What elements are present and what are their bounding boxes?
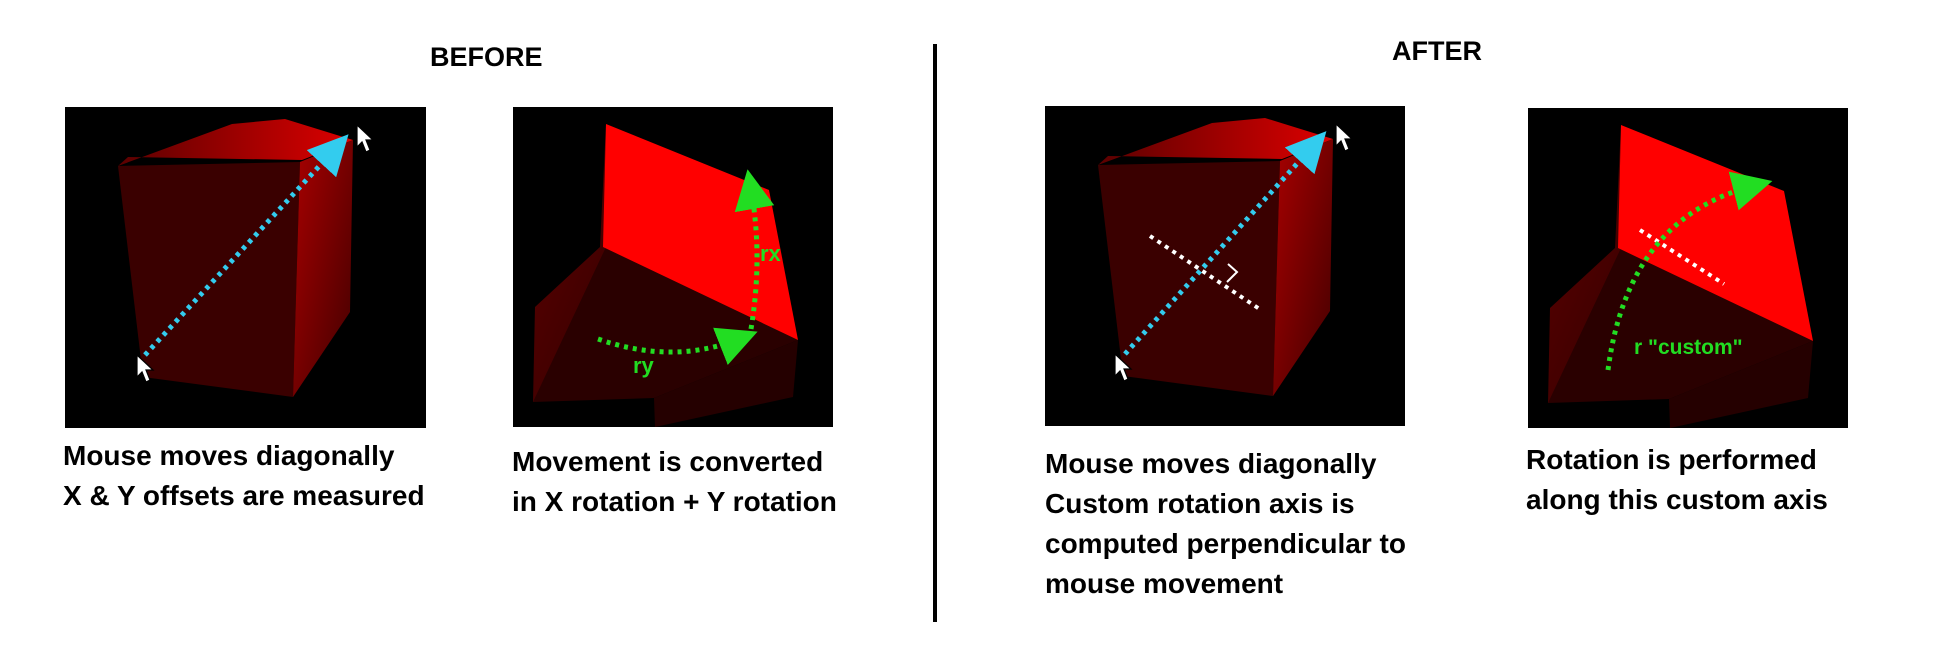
before-mouse-panel	[65, 107, 426, 428]
caption-line: Rotation is performed	[1526, 444, 1817, 475]
section-divider	[933, 44, 937, 622]
cube-lower-right-face	[654, 340, 798, 427]
caption-line: mouse movement	[1045, 568, 1284, 599]
custom-rotation-arrow	[1605, 171, 1773, 371]
ry-rotation-arrow	[597, 327, 758, 365]
mouse-path-line	[1123, 131, 1327, 356]
custom-rotation-label: r "custom"	[1634, 336, 1743, 359]
cube-front-face	[118, 162, 300, 397]
cube-lower-right-face	[1669, 341, 1813, 428]
mouse-path-line	[143, 134, 349, 357]
caption-line: Mouse moves diagonally	[63, 440, 395, 471]
mouse-cursor-icon	[136, 353, 155, 383]
cube-bottom-face	[1548, 248, 1813, 403]
custom-axis-line	[1148, 234, 1263, 312]
cube-top-face	[118, 119, 353, 166]
after-mouse-panel	[1045, 106, 1405, 426]
caption-line: computed perpendicular to	[1045, 528, 1406, 559]
rx-label: rx	[760, 241, 782, 266]
cube-right-face	[1273, 139, 1333, 396]
caption-line: Movement is converted	[512, 446, 824, 477]
custom-axis-line	[1638, 228, 1726, 286]
cube-front-face	[603, 124, 798, 340]
after-mouse-caption: Mouse moves diagonally Custom rotation a…	[1045, 444, 1406, 604]
before-heading: BEFORE	[430, 42, 543, 72]
ry-label: ry	[633, 353, 655, 378]
before-mouse-caption: Mouse moves diagonally X & Y offsets are…	[63, 436, 425, 516]
caption-line: Custom rotation axis is	[1045, 488, 1355, 519]
before-rotation-caption: Movement is converted in X rotation + Y …	[512, 442, 837, 522]
cube-front-face	[1098, 161, 1280, 396]
caption-line: X & Y offsets are measured	[63, 480, 425, 511]
cube-front-face	[1618, 125, 1813, 341]
mouse-cursor-icon	[1335, 122, 1354, 152]
before-rotation-panel: rx ry	[513, 107, 833, 427]
after-rotation-caption: Rotation is performed along this custom …	[1526, 440, 1828, 520]
mouse-cursor-icon	[356, 123, 375, 153]
caption-line: in X rotation + Y rotation	[512, 486, 837, 517]
caption-line: Mouse moves diagonally	[1045, 448, 1377, 479]
cube-right-face	[293, 140, 353, 397]
cube-top-face	[1098, 118, 1333, 165]
right-angle-marker	[1226, 263, 1239, 283]
caption-line: along this custom axis	[1526, 484, 1828, 515]
mouse-cursor-icon	[1114, 352, 1133, 382]
after-rotation-panel: r "custom"	[1528, 108, 1848, 428]
after-heading: AFTER	[1392, 36, 1482, 66]
